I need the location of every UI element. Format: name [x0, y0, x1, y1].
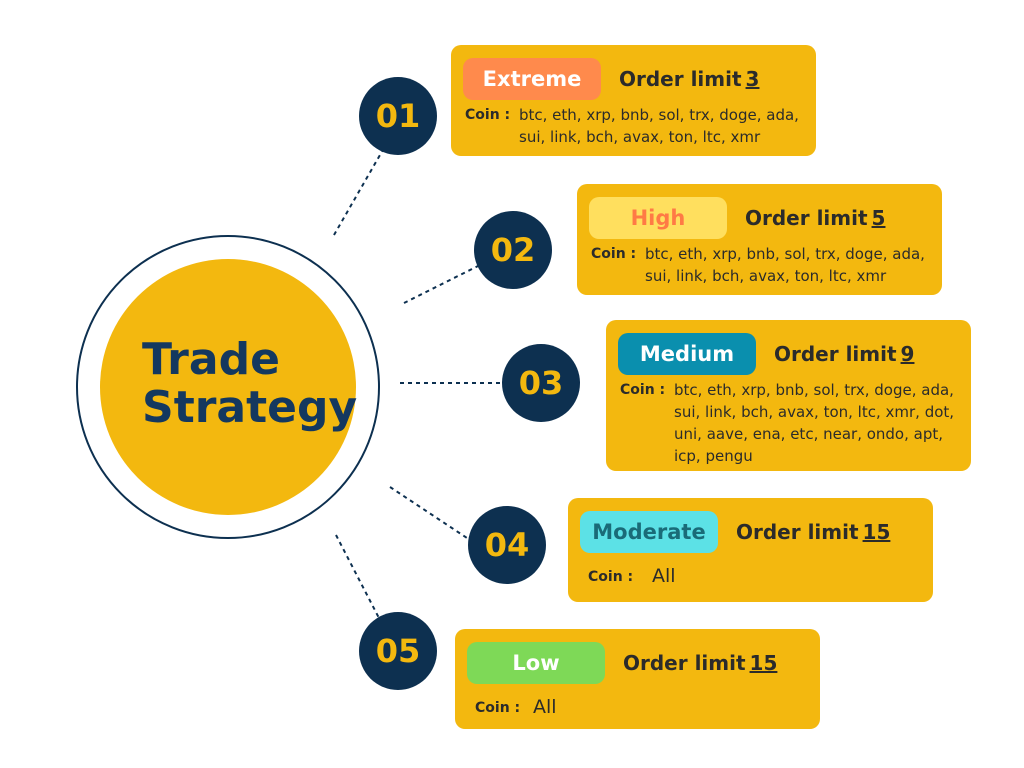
level-badge-low: Low	[467, 642, 605, 684]
hub-title: Trade Strategy	[142, 336, 382, 432]
connector-05	[335, 534, 381, 621]
step-number-03: 03	[502, 344, 580, 422]
order-limit-value: 3	[745, 67, 760, 91]
order-limit-label: Order limit	[774, 342, 897, 366]
level-badge-medium: Medium	[618, 333, 756, 375]
coin-list: btc, eth, xrp, bnb, sol, trx, doge, ada,…	[645, 245, 925, 285]
level-badge-extreme: Extreme	[463, 58, 601, 100]
level-badge-high: High	[589, 197, 727, 239]
coin-label: Coin :	[591, 246, 637, 262]
order-limit-label: Order limit	[619, 67, 742, 91]
connector-04	[389, 486, 471, 541]
hub-title-line-1: Trade	[142, 334, 280, 385]
hub-ring	[76, 235, 380, 539]
order-limit-value: 9	[900, 342, 915, 366]
order-limit-label: Order limit	[736, 520, 859, 544]
order-limit-label: Order limit	[745, 206, 868, 230]
connector-02	[403, 264, 481, 304]
order-limit-value: 15	[749, 651, 778, 675]
hub-title-line-2: Strategy	[142, 382, 358, 433]
order-limit-value: 15	[862, 520, 891, 544]
order-limit-label: Order limit	[623, 651, 746, 675]
coin-label: Coin :	[465, 107, 511, 123]
coin-list: All	[652, 565, 676, 587]
coin-label: Coin :	[475, 700, 521, 716]
step-number-02: 02	[474, 211, 552, 289]
coin-list: All	[533, 696, 557, 718]
step-number-05: 05	[359, 612, 437, 690]
step-number-04: 04	[468, 506, 546, 584]
connector-01	[333, 147, 385, 236]
order-limit-value: 5	[871, 206, 886, 230]
coin-label: Coin :	[620, 382, 666, 398]
hub-circle	[100, 259, 356, 515]
step-number-01: 01	[359, 77, 437, 155]
coin-list: btc, eth, xrp, bnb, sol, trx, doge, ada,…	[519, 106, 799, 146]
coin-list: btc, eth, xrp, bnb, sol, trx, doge, ada,…	[674, 381, 955, 465]
coin-label: Coin :	[588, 569, 634, 585]
level-badge-moderate: Moderate	[580, 511, 718, 553]
